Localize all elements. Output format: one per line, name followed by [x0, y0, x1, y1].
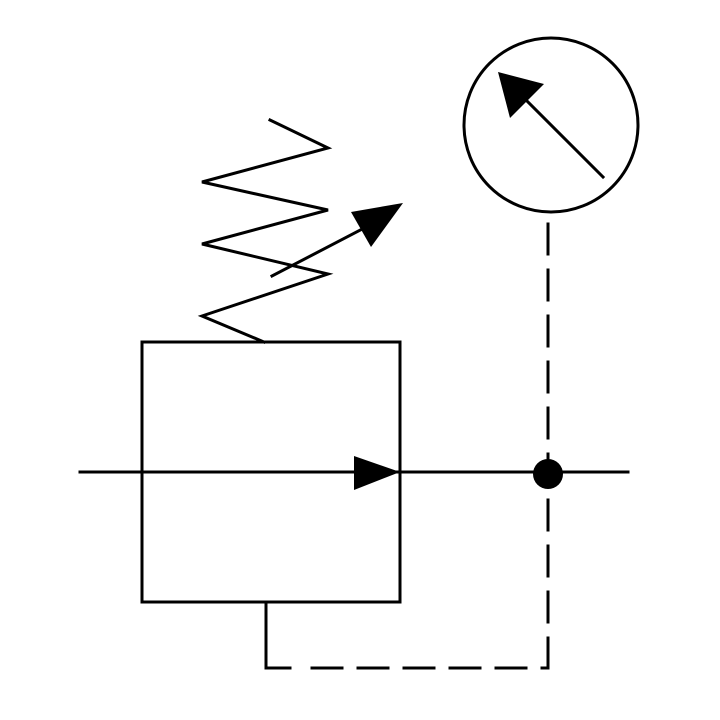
pressure-gauge: [462, 36, 640, 214]
adjustable-arrow: [269, 203, 403, 279]
adjustable-arrow-shaft: [269, 223, 371, 279]
gauge-needle-head: [498, 72, 544, 118]
pilot-line-solid: [264, 600, 292, 670]
junction-dot: [533, 459, 563, 489]
gauge-needle-shaft: [519, 93, 606, 180]
adjustable-arrow-head: [351, 203, 403, 247]
spring-zigzag: [197, 117, 334, 344]
pilot-line: [264, 210, 550, 670]
gauge-dial: [462, 36, 640, 214]
flow-arrow-head: [354, 456, 400, 490]
